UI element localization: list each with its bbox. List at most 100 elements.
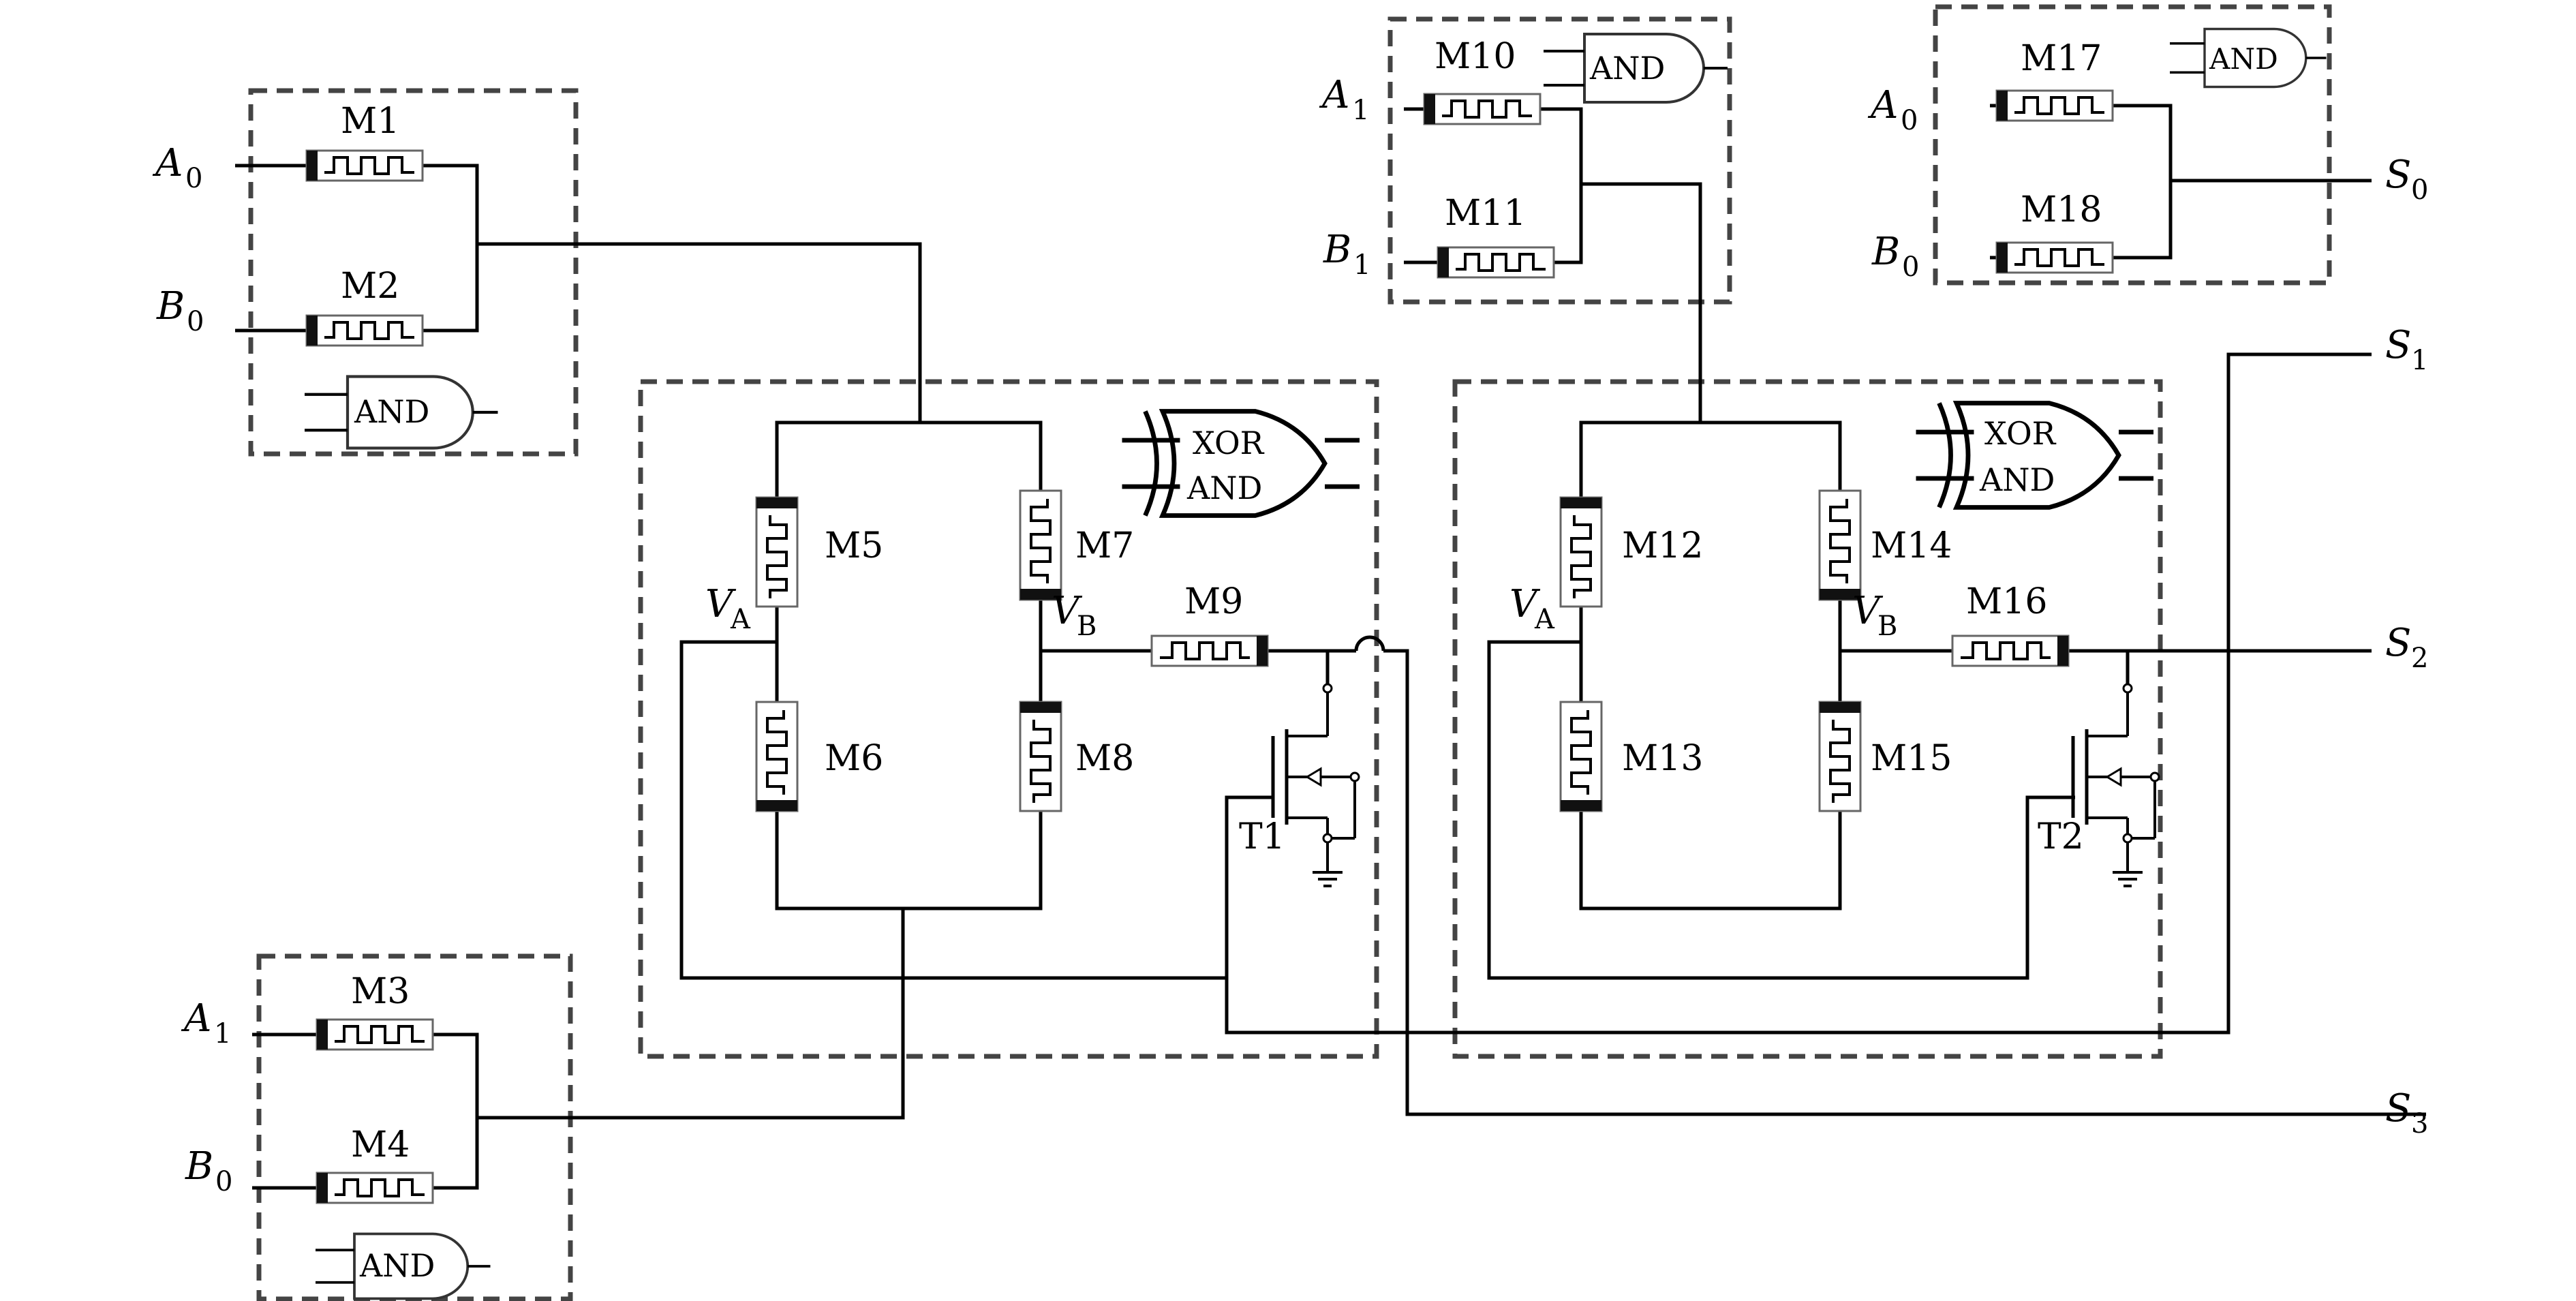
xor-label-right: XOR bbox=[1984, 415, 2057, 452]
output-s3: S 3 bbox=[2385, 1086, 2428, 1139]
input-b1-top: B 1 bbox=[1323, 228, 1370, 281]
box-m1-m2 bbox=[248, 88, 579, 457]
svg-text:0: 0 bbox=[2411, 174, 2428, 206]
output-s2: S 2 bbox=[2385, 621, 2428, 674]
memristor-m6 bbox=[755, 701, 799, 812]
svg-text:S: S bbox=[2385, 153, 2411, 197]
and-sublabel-right: AND bbox=[1979, 461, 2055, 498]
wires bbox=[235, 104, 2426, 1190]
memristor-m13 bbox=[1559, 701, 1603, 812]
svg-text:0: 0 bbox=[187, 306, 204, 337]
svg-text:A: A bbox=[152, 141, 183, 185]
label-m8: M8 bbox=[1075, 738, 1134, 779]
input-b0-left: B 0 bbox=[156, 284, 204, 337]
svg-text:B: B bbox=[1871, 230, 1900, 274]
node-va-right: V A bbox=[1509, 582, 1555, 635]
transistor-t2 bbox=[2073, 684, 2159, 886]
svg-text:A: A bbox=[1867, 83, 1898, 127]
svg-text:1: 1 bbox=[1352, 95, 1369, 126]
memristor-m7 bbox=[1019, 489, 1062, 601]
memristor-m18 bbox=[1995, 241, 2114, 274]
output-s0: S 0 bbox=[2385, 153, 2428, 206]
memristor-m1 bbox=[305, 149, 424, 182]
label-m10: M10 bbox=[1435, 36, 1516, 77]
input-a1-top: A 1 bbox=[1319, 73, 1369, 126]
label-m18: M18 bbox=[2021, 189, 2102, 230]
svg-text:V: V bbox=[1852, 589, 1884, 633]
svg-text:S: S bbox=[2385, 621, 2411, 665]
svg-text:A: A bbox=[1534, 604, 1555, 635]
memristor-m11 bbox=[1437, 246, 1555, 279]
svg-text:A: A bbox=[181, 996, 211, 1041]
label-m15: M15 bbox=[1871, 738, 1952, 779]
input-a0-left: A 0 bbox=[152, 141, 202, 194]
memristor-m16 bbox=[1951, 634, 2070, 667]
output-s1: S 1 bbox=[2385, 323, 2428, 376]
label-m13: M13 bbox=[1622, 738, 1703, 779]
svg-text:V: V bbox=[705, 582, 737, 626]
memristor-m9 bbox=[1150, 634, 1269, 667]
svg-text:0: 0 bbox=[185, 163, 202, 194]
label-t1: T1 bbox=[1239, 816, 1285, 857]
svg-text:3: 3 bbox=[2411, 1108, 2428, 1139]
node-va-left: V A bbox=[705, 582, 751, 635]
svg-text:B: B bbox=[1077, 611, 1097, 642]
and-label-m1m2: AND bbox=[354, 393, 429, 430]
label-m17: M17 bbox=[2021, 38, 2102, 79]
label-m4: M4 bbox=[351, 1124, 410, 1165]
svg-text:1: 1 bbox=[1353, 249, 1370, 281]
and-label-m17m18: AND bbox=[2209, 42, 2278, 76]
transistor-t1 bbox=[1273, 684, 1359, 886]
svg-text:2: 2 bbox=[2411, 643, 2428, 674]
memristor-m4 bbox=[316, 1172, 434, 1204]
box-m10-m11 bbox=[1387, 16, 1732, 305]
memristor-m14 bbox=[1818, 489, 1862, 601]
svg-text:0: 0 bbox=[1902, 251, 1919, 283]
svg-text:B: B bbox=[1877, 611, 1897, 642]
svg-text:B: B bbox=[1323, 228, 1351, 272]
label-m9: M9 bbox=[1184, 581, 1243, 622]
memristor-m15 bbox=[1818, 701, 1862, 812]
and-label-m10m11: AND bbox=[1589, 50, 1665, 87]
svg-text:0: 0 bbox=[215, 1166, 232, 1197]
xor-label-left: XOR bbox=[1193, 425, 1265, 461]
label-m12: M12 bbox=[1622, 525, 1703, 566]
svg-text:1: 1 bbox=[2411, 345, 2428, 376]
label-m16: M16 bbox=[1966, 581, 2047, 622]
node-vb-left: V B bbox=[1052, 589, 1097, 642]
svg-text:S: S bbox=[2385, 323, 2411, 367]
label-m7: M7 bbox=[1075, 525, 1134, 566]
label-m5: M5 bbox=[825, 525, 883, 566]
label-m2: M2 bbox=[341, 266, 399, 307]
svg-text:V: V bbox=[1052, 589, 1083, 633]
box-right-bridge bbox=[1452, 379, 2163, 1059]
box-m17-m18 bbox=[1933, 4, 2332, 286]
svg-text:A: A bbox=[1319, 73, 1349, 117]
label-m14: M14 bbox=[1871, 525, 1952, 566]
label-m11: M11 bbox=[1445, 193, 1526, 234]
label-m1: M1 bbox=[341, 101, 399, 142]
and-sublabel-left: AND bbox=[1186, 470, 1262, 506]
memristor-m17 bbox=[1995, 89, 2114, 122]
memristor-m12 bbox=[1559, 496, 1603, 608]
svg-text:1: 1 bbox=[214, 1018, 231, 1050]
label-m6: M6 bbox=[825, 738, 883, 779]
memristor-m8 bbox=[1019, 701, 1062, 812]
input-a1-bottom: A 1 bbox=[181, 996, 231, 1050]
svg-text:V: V bbox=[1509, 582, 1541, 626]
svg-text:A: A bbox=[730, 604, 751, 635]
memristor-m10 bbox=[1423, 93, 1542, 125]
input-b0-right: B 0 bbox=[1871, 230, 1919, 283]
svg-text:S: S bbox=[2385, 1086, 2411, 1131]
node-vb-right: V B bbox=[1852, 589, 1897, 642]
memristor-m2 bbox=[305, 314, 424, 347]
svg-text:B: B bbox=[156, 284, 185, 328]
input-b0-bottom: B 0 bbox=[185, 1144, 232, 1197]
memristor-m3 bbox=[316, 1018, 434, 1051]
input-a0-right: A 0 bbox=[1867, 83, 1918, 136]
box-left-bridge bbox=[638, 379, 1379, 1059]
svg-text:0: 0 bbox=[1901, 105, 1918, 136]
label-m3: M3 bbox=[351, 971, 410, 1012]
memristor-m5 bbox=[755, 496, 799, 608]
